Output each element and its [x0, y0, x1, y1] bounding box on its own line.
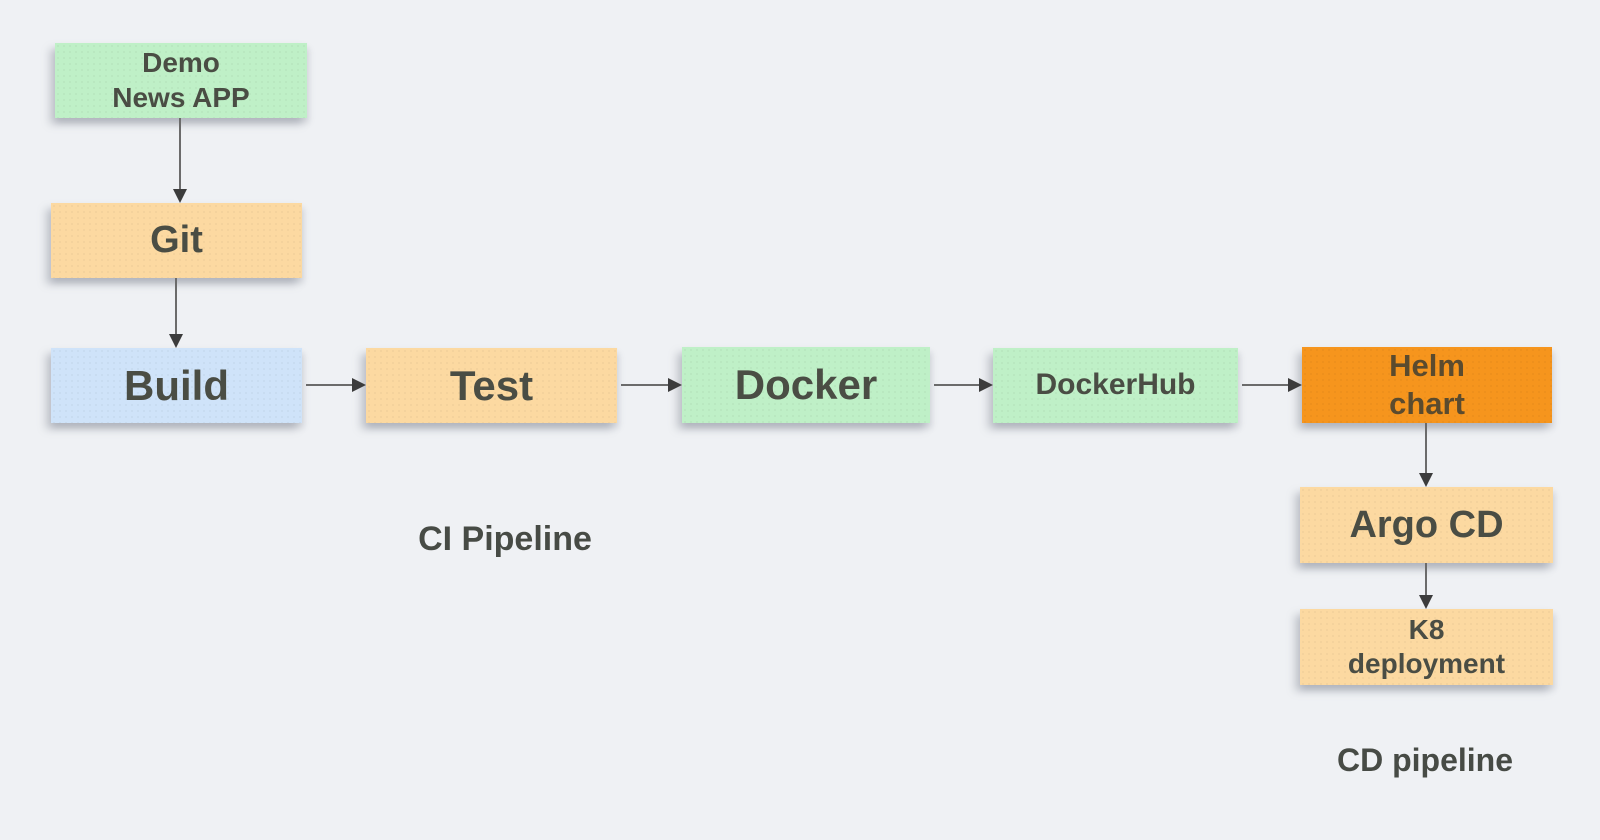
- node-argo-cd: Argo CD: [1300, 487, 1553, 563]
- arrow-test-to-docker-line: [621, 384, 668, 386]
- arrow-helm-to-argo-line: [1425, 423, 1427, 473]
- arrow-demo-to-git-line: [179, 118, 181, 189]
- node-k8-deployment: K8 deployment: [1300, 609, 1553, 685]
- node-build-label: Build: [124, 361, 229, 409]
- node-dockerhub-label: DockerHub: [1035, 368, 1196, 402]
- arrow-argo-to-k8-head-icon: [1419, 595, 1433, 609]
- arrow-dockerhub-to-helm-head-icon: [1288, 378, 1302, 392]
- arrow-helm-to-argo-head-icon: [1419, 473, 1433, 487]
- node-demo-news-app: Demo News APP: [55, 43, 307, 118]
- node-git: Git: [51, 203, 302, 278]
- node-demo-news-app-label: Demo News APP: [112, 47, 250, 113]
- node-k8-deployment-label: K8 deployment: [1347, 613, 1506, 679]
- arrow-argo-to-k8-line: [1425, 563, 1427, 595]
- node-test: Test: [366, 348, 617, 423]
- ci-pipeline-label: CI Pipeline: [418, 520, 592, 558]
- node-helm-chart-label: Helm chart: [1389, 348, 1465, 421]
- arrow-dockerhub-to-helm-line: [1242, 384, 1288, 386]
- node-docker: Docker: [682, 347, 930, 423]
- arrow-demo-to-git-head-icon: [173, 189, 187, 203]
- node-docker-label: Docker: [734, 361, 878, 409]
- node-dockerhub: DockerHub: [993, 348, 1238, 423]
- node-build: Build: [51, 348, 302, 423]
- node-test-label: Test: [449, 361, 534, 409]
- cd-pipeline-label: CD pipeline: [1336, 742, 1513, 778]
- node-argo-cd-label: Argo CD: [1349, 503, 1504, 546]
- arrow-test-to-docker-head-icon: [668, 378, 682, 392]
- arrow-git-to-build-line: [175, 278, 177, 334]
- node-helm-chart: Helm chart: [1302, 347, 1552, 423]
- arrow-docker-to-dockerhub-head-icon: [979, 378, 993, 392]
- arrow-docker-to-dockerhub-line: [934, 384, 979, 386]
- arrow-build-to-test-line: [306, 384, 352, 386]
- arrow-build-to-test-head-icon: [352, 378, 366, 392]
- node-git-label: Git: [150, 219, 203, 262]
- arrow-git-to-build-head-icon: [169, 334, 183, 348]
